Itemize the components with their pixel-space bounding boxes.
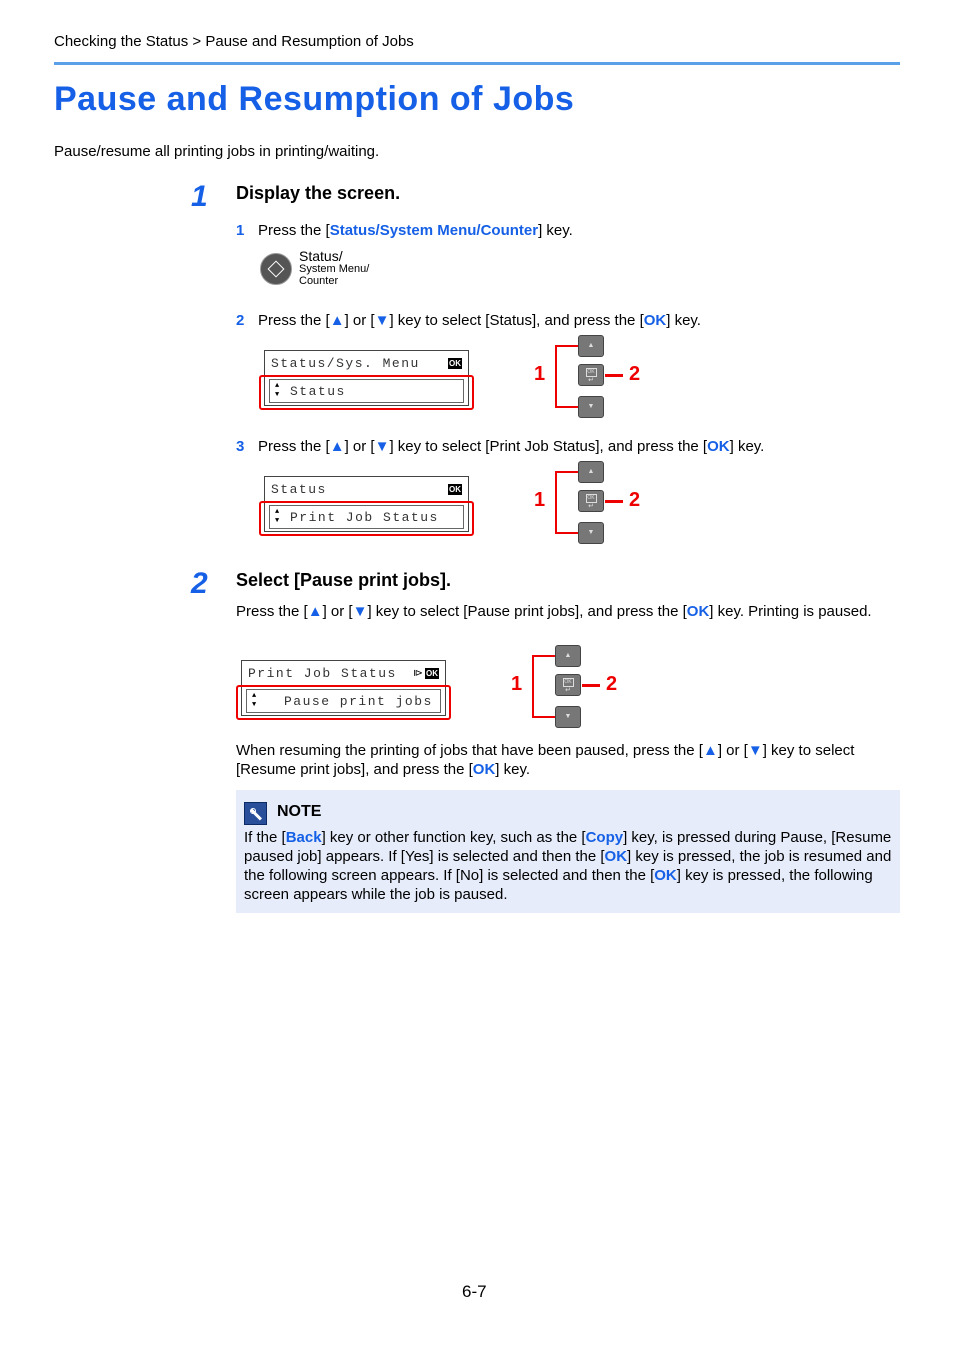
substep-number: 1 xyxy=(236,222,245,239)
status-key-icon xyxy=(260,253,292,285)
intro-text: Pause/resume all printing jobs in printi… xyxy=(54,143,380,160)
highlight-box xyxy=(236,685,451,720)
down-key: ▼ xyxy=(578,396,604,418)
callout-bracket xyxy=(555,345,579,408)
callout-bracket xyxy=(555,471,579,534)
callout-2: 2 xyxy=(629,363,641,385)
ok-key: OK↵ xyxy=(578,364,604,386)
step-2-instructions: Press the [▲] or [▼] key to select [Paus… xyxy=(236,603,872,620)
resume-instructions: When resuming the printing of jobs that … xyxy=(236,742,855,778)
step-1-title: Display the screen. xyxy=(236,183,401,203)
callout-1: 1 xyxy=(534,489,546,511)
up-key: ▲ xyxy=(578,461,604,483)
step-2-number: 2 xyxy=(191,567,208,600)
down-key: ▼ xyxy=(578,522,604,544)
lcd-screen: Status/Sys. Menu OK ▲▼Status xyxy=(264,350,469,406)
step-1-number: 1 xyxy=(191,180,208,213)
callout-line xyxy=(605,374,623,377)
highlight-box xyxy=(259,375,474,410)
status-key-label: Status/ System Menu/ Counter xyxy=(299,248,370,287)
ok-badge: OK xyxy=(448,358,462,369)
highlight-box xyxy=(259,501,474,536)
up-key: ▲ xyxy=(578,335,604,357)
lcd-screen: Print Job Status ⧐ OK ▲▼Pause print jobs xyxy=(241,660,446,716)
note-body: If the [Back] key or other function key,… xyxy=(244,829,892,903)
callout-line xyxy=(605,500,623,503)
scroll-arrows-icon: ▲▼ xyxy=(275,382,280,399)
note-title: NOTE xyxy=(277,803,322,820)
note-icon xyxy=(244,802,267,825)
callout-2: 2 xyxy=(606,673,618,695)
scroll-arrows-icon: ▲▼ xyxy=(252,692,257,709)
callout-line xyxy=(582,684,600,687)
page-title: Pause and Resumption of Jobs xyxy=(54,80,575,118)
ok-badge: OK xyxy=(425,668,439,679)
key-name: Status/System Menu/Counter xyxy=(329,222,539,239)
down-key: ▼ xyxy=(555,706,581,728)
callout-bracket xyxy=(532,655,556,718)
breadcrumb: Checking the Status > Pause and Resumpti… xyxy=(54,33,414,50)
page-number: 6-7 xyxy=(462,1282,487,1301)
callout-1: 1 xyxy=(534,363,546,385)
note-box xyxy=(236,790,900,913)
step-2-title: Select [Pause print jobs]. xyxy=(236,570,452,590)
pause-icon: ⧐ xyxy=(413,669,423,680)
up-key: ▲ xyxy=(555,645,581,667)
ok-key: OK↵ xyxy=(578,490,604,512)
ok-badge: OK xyxy=(448,484,462,495)
header-rule xyxy=(54,62,900,65)
callout-2: 2 xyxy=(629,489,641,511)
callout-1: 1 xyxy=(511,673,523,695)
scroll-arrows-icon: ▲▼ xyxy=(275,508,280,525)
lcd-screen: Status OK ▲▼Print Job Status xyxy=(264,476,469,532)
ok-key: OK↵ xyxy=(555,674,581,696)
